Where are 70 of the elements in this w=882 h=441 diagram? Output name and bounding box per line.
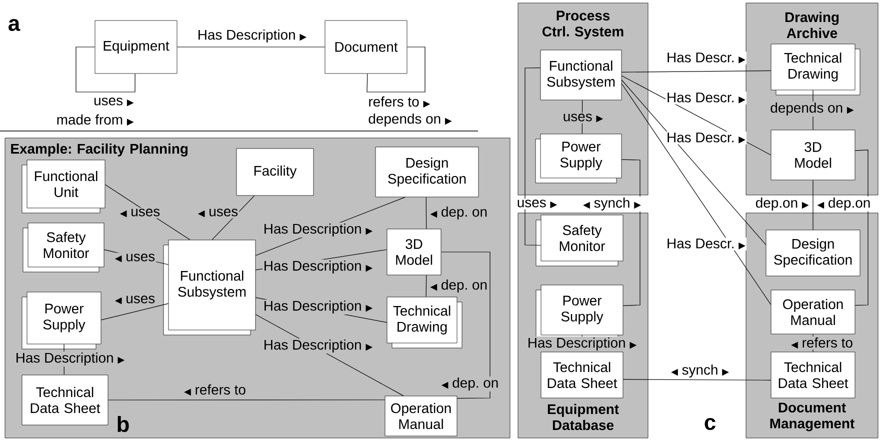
edge-label: Has Descr. ▶ (666, 52, 746, 64)
edge-label: Has Descr. ▶ (666, 132, 746, 144)
connector (812, 180, 814, 230)
edge-label: Has Description ▶ (526, 336, 638, 352)
stacked-box: Power Supply (535, 134, 622, 184)
edge-label: ◀ synch ▶ (670, 364, 730, 378)
connector (621, 83, 772, 305)
edge-label: ◀ uses (114, 252, 156, 264)
panel-letter: c (704, 418, 716, 430)
box: 3D Model (386, 228, 442, 276)
connector (100, 303, 169, 320)
connector (366, 46, 426, 92)
box: Technical Data Sheet (22, 374, 108, 426)
stacked-box: Functional Subsystem (163, 240, 256, 336)
stacked-box: Power Supply (22, 292, 102, 350)
connector (524, 68, 542, 246)
edge-label: ◀ dep. on (429, 206, 488, 220)
edge-label: dep.on ▶ (754, 196, 810, 212)
edge-label: ◀ dep.on (816, 196, 872, 212)
edge-label: Has Description ▶ (196, 28, 308, 44)
box: Technical Data Sheet (770, 352, 856, 398)
panel-letter: a (8, 19, 20, 31)
connector (854, 150, 868, 306)
stacked-box: Safety Monitor (22, 222, 104, 272)
edge-label: uses ▶ (92, 96, 135, 108)
edge-label: Has Descr. ▶ (666, 92, 746, 104)
box: Design Specification (766, 230, 860, 276)
box: Document (324, 20, 408, 74)
stacked-box: Functional Unit (22, 160, 106, 214)
edge-label: refers to ▶ (367, 95, 432, 109)
edge-label: ◀ uses (114, 294, 156, 306)
connector (621, 80, 766, 245)
relation-label: made from ▶ (55, 113, 135, 127)
connector (622, 379, 772, 380)
connector (426, 274, 427, 298)
stacked-box: Safety Monitor (536, 214, 624, 266)
relation-label: depends on ▶ (367, 112, 453, 128)
edge-label: ◀ uses (196, 208, 240, 218)
box: Equipment (94, 20, 178, 74)
edge-label: Has Descr. ▶ (666, 238, 746, 250)
connector (76, 46, 136, 92)
edge-label: Has Description ▶ (262, 300, 374, 314)
box: Design Specification (375, 146, 479, 198)
edge-label: depends on ▶ (769, 102, 855, 116)
edge-label: ◀ refers to (790, 336, 854, 350)
box: Technical Data Sheet (540, 352, 624, 398)
connector (176, 46, 326, 48)
edge-label: ◀ synch ▶ (582, 196, 642, 212)
edge-label: Has Description ▶ (262, 260, 374, 274)
edge-label: uses ▶ (562, 112, 604, 124)
stacked-box: Technical Drawing (386, 296, 462, 348)
connector (621, 159, 640, 306)
edge-label: uses ▶ (516, 198, 558, 210)
edge-label: Has Description ▶ (262, 222, 374, 238)
box: Facility (236, 148, 314, 196)
edge-label: Has Description ▶ (14, 352, 126, 366)
box: Functional Subsystem (540, 50, 622, 100)
connector (440, 252, 490, 399)
box: Operation Manual (384, 396, 458, 436)
edge-label: ◀ dep. on (429, 278, 488, 294)
edge-label: Has Description ▶ (262, 338, 374, 354)
stacked-box: Technical Drawing (770, 44, 860, 96)
edge-label: ◀ dep. on (440, 376, 500, 392)
edge-label: ◀ refers to (183, 383, 247, 397)
connector (426, 196, 427, 230)
box: Operation Manual (770, 290, 856, 334)
panel-letter: b (118, 416, 129, 432)
connector (621, 70, 772, 72)
edge-label: ◀ uses (118, 208, 162, 218)
box: 3D Model (770, 130, 856, 180)
